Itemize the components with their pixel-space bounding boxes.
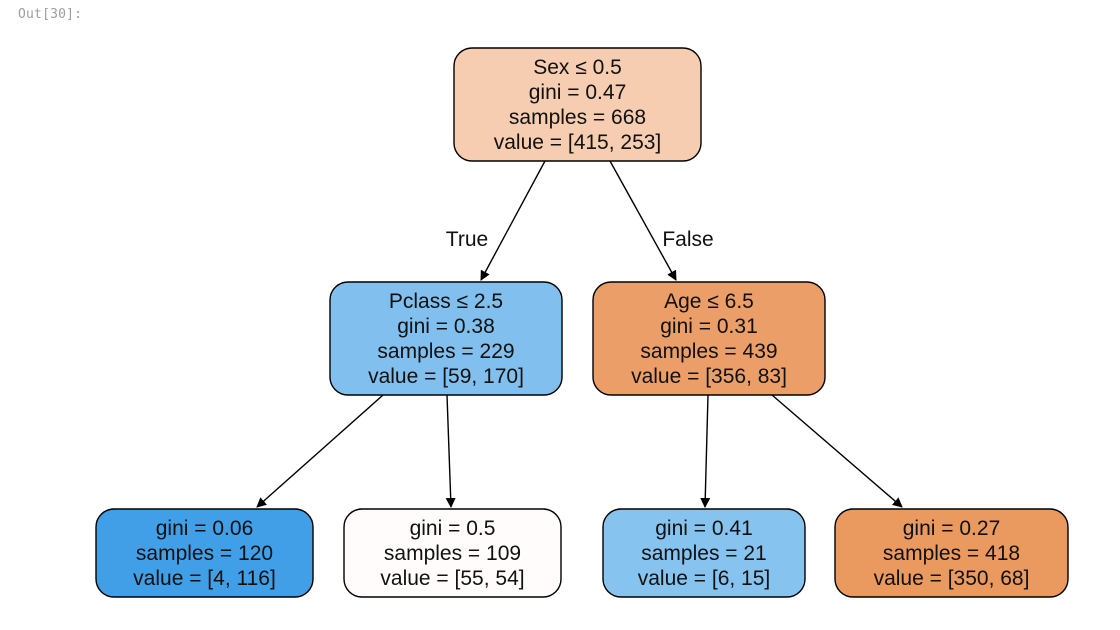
node-box (602, 508, 806, 598)
node-line: samples = 120 (136, 542, 273, 565)
edge-left-leaf1 (256, 394, 384, 508)
edge-root-left (480, 160, 546, 281)
node-line: gini = 0.38 (397, 315, 495, 338)
node-line: value = [4, 116] (133, 567, 276, 590)
node-line: value = [6, 15] (638, 567, 771, 590)
node-box (453, 47, 702, 162)
node-line: samples = 668 (509, 106, 646, 129)
node-line: gini = 0.47 (529, 81, 627, 104)
node-line: samples = 229 (377, 340, 514, 363)
edge-right-leaf4 (771, 394, 903, 508)
node-line: gini = 0.31 (660, 315, 758, 338)
node-box (343, 508, 562, 598)
node-line: Age ≤ 6.5 (664, 290, 754, 313)
node-line: gini = 0.5 (410, 517, 496, 540)
node-line: samples = 418 (883, 542, 1020, 565)
node-line: gini = 0.27 (903, 517, 1001, 540)
edge-root-right (609, 160, 677, 281)
node-line: samples = 439 (640, 340, 777, 363)
edge-right-leaf3 (700, 394, 711, 508)
output-prompt: Out[30]: (18, 7, 83, 22)
node-line: value = [350, 68] (874, 567, 1030, 590)
node-line: gini = 0.41 (655, 517, 753, 540)
edge-left-leaf2 (445, 394, 456, 508)
edge-label-true: True (446, 228, 488, 251)
node-line: value = [59, 170] (368, 365, 524, 388)
node-line: Pclass ≤ 2.5 (389, 290, 503, 313)
edges-layer: True False (256, 160, 903, 508)
node-line: samples = 21 (641, 542, 767, 565)
node-line: Sex ≤ 0.5 (533, 56, 622, 79)
edge-label-false: False (662, 228, 713, 251)
node-line: samples = 109 (384, 542, 521, 565)
node-line: value = [356, 83] (631, 365, 787, 388)
node-box (95, 508, 314, 598)
node-box (329, 281, 563, 396)
node-line: value = [55, 54] (380, 567, 524, 590)
node-line: value = [415, 253] (494, 131, 662, 154)
node-box (592, 281, 826, 396)
node-line: gini = 0.06 (156, 517, 254, 540)
node-box (834, 508, 1069, 598)
